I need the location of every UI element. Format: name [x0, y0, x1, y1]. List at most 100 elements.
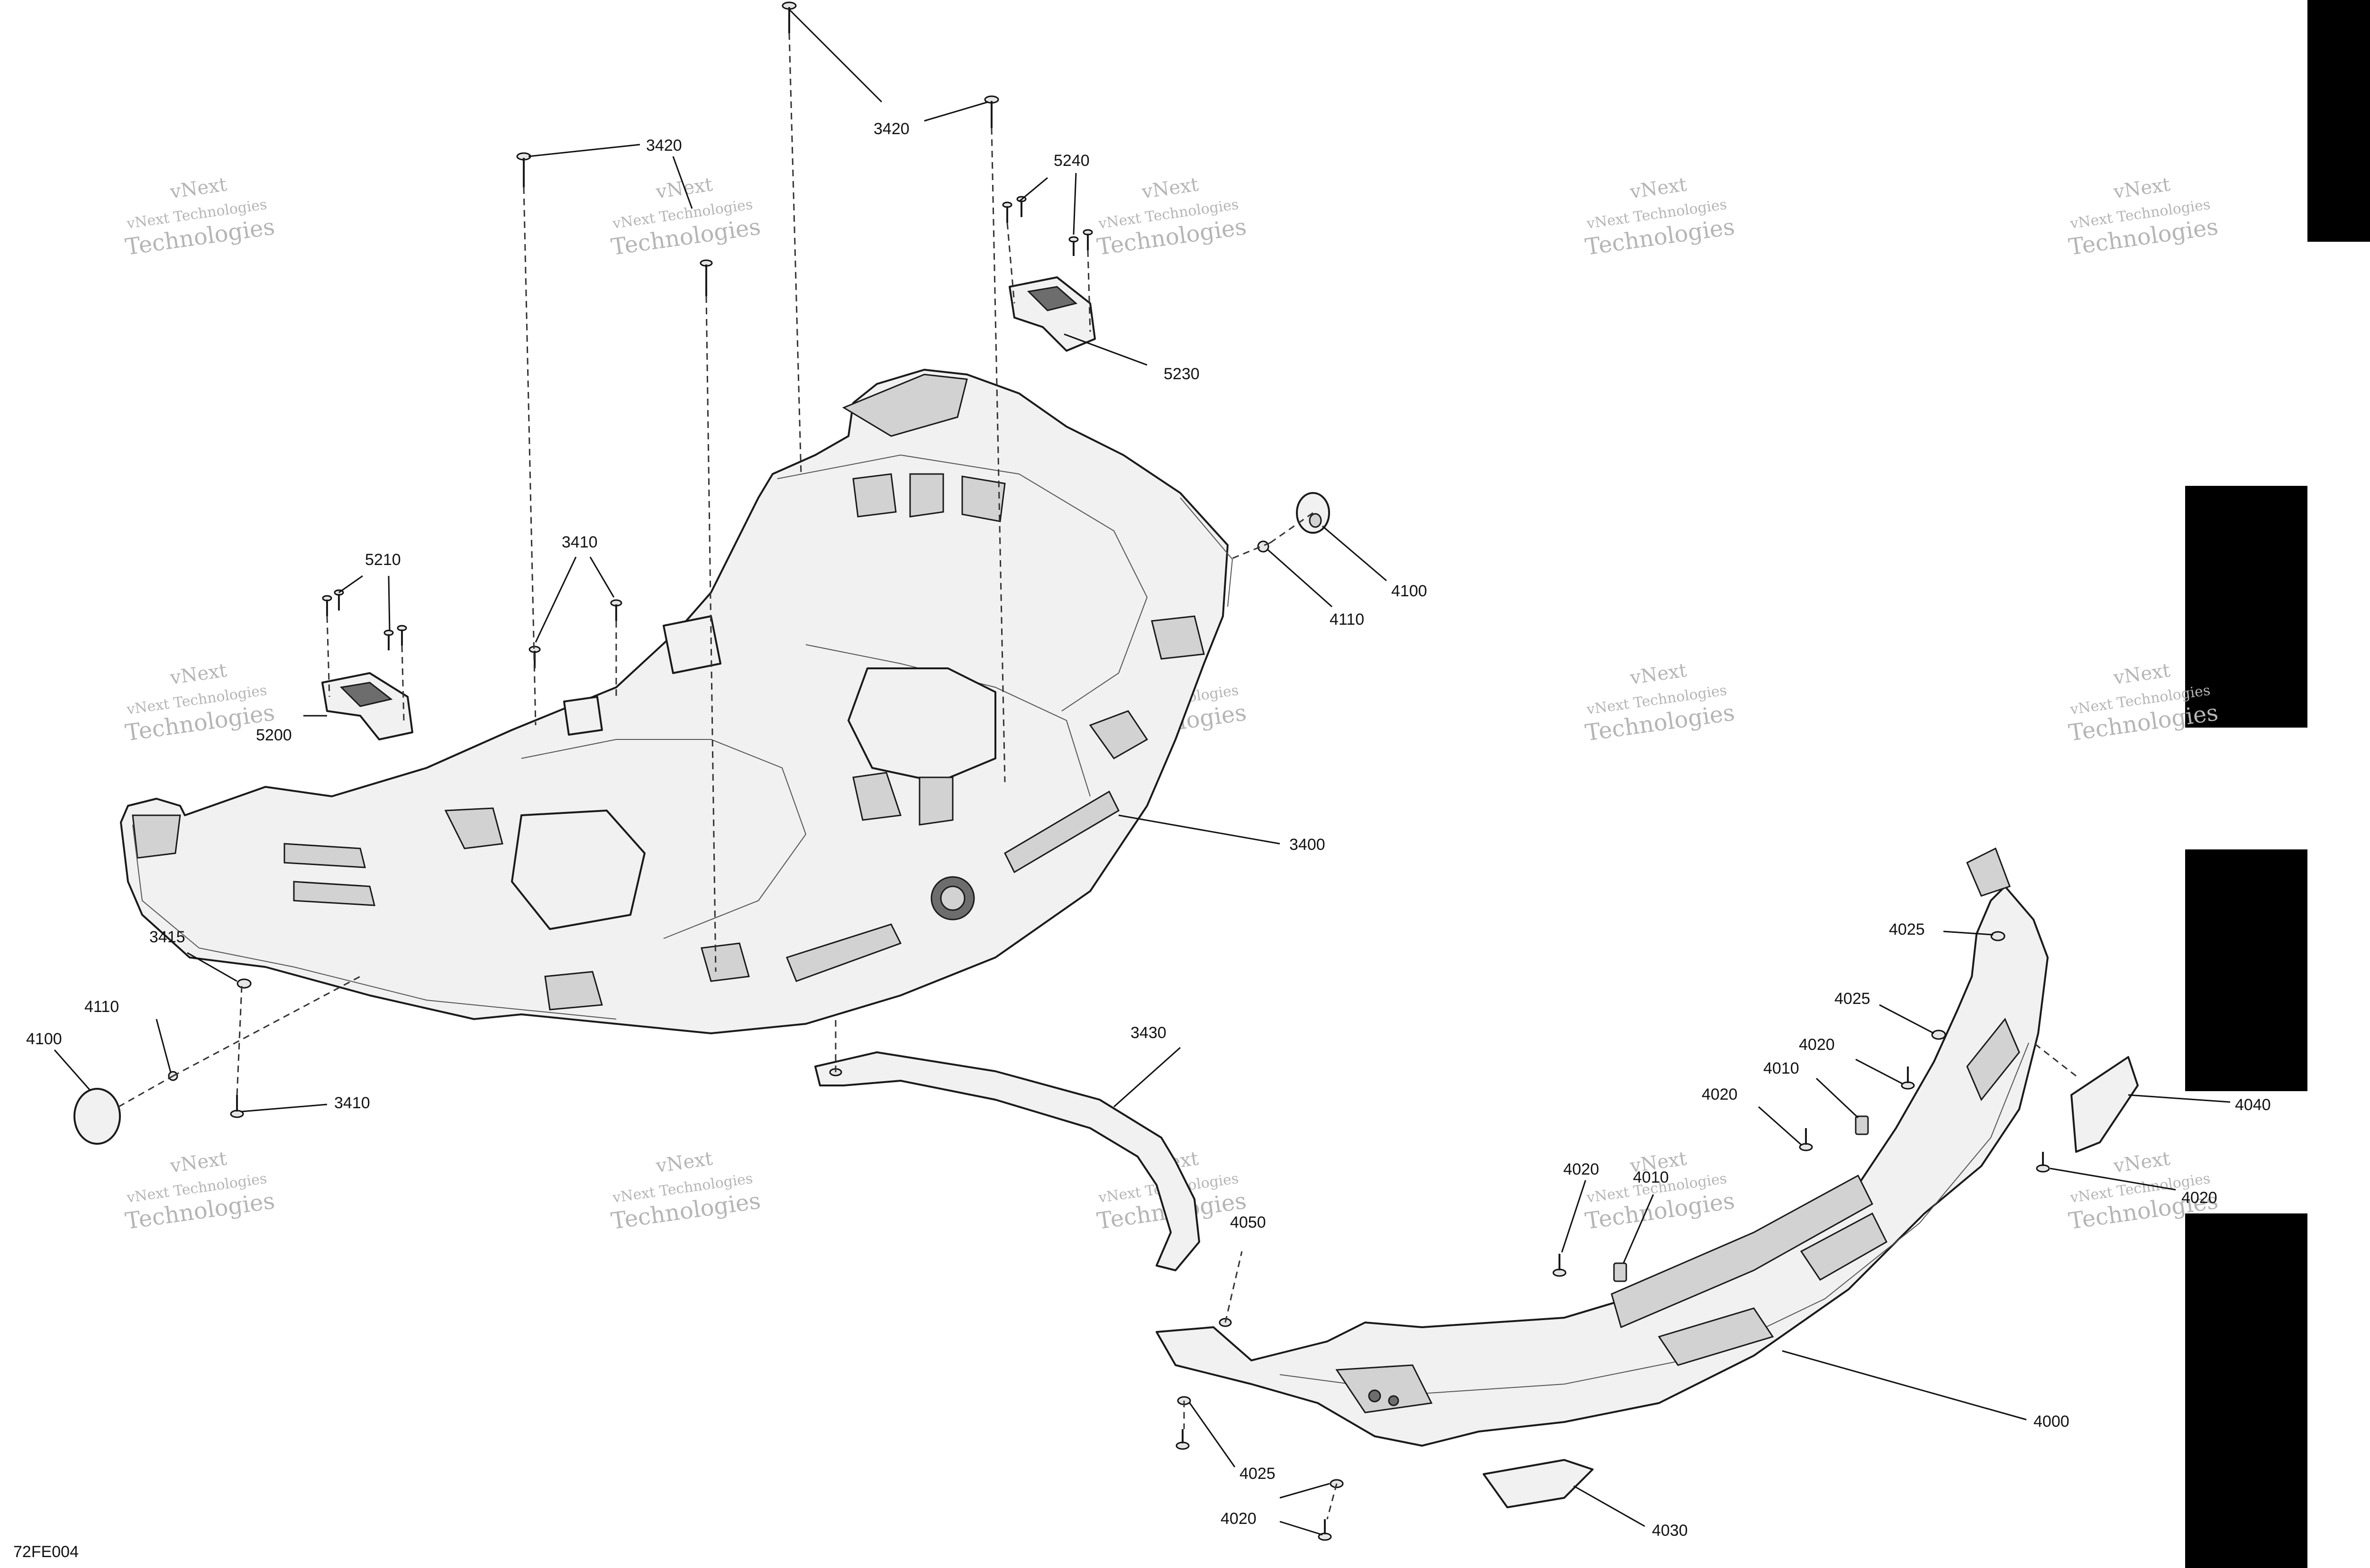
bumper-vent: [1800, 1212, 1887, 1281]
bumper-hole: [1368, 1389, 1381, 1403]
skid-plate-rib: [283, 843, 366, 868]
skid-plate-rear-hook: [132, 814, 181, 859]
bolt-icon: [1176, 1429, 1190, 1450]
callout-4110: 4110: [84, 998, 119, 1016]
skid-plate-contour: [521, 739, 807, 939]
callout-3415: 3415: [149, 928, 185, 946]
watermark-text: vNext: [168, 173, 228, 203]
bolt-icon: [1799, 1128, 1813, 1151]
watermark: vNext vNext Technologies Technologies: [1584, 173, 1736, 261]
section-tab-4: [2185, 1213, 2307, 1568]
drawing-code: 72FE004: [13, 1543, 79, 1561]
trim-plate-4030: [1483, 1459, 1594, 1508]
callout-4020: 4020: [1221, 1510, 1257, 1528]
callout-3410: 3410: [562, 533, 598, 551]
bumper-hole: [1388, 1395, 1399, 1406]
assembly-line: [1006, 222, 1015, 304]
watermark: vNext vNext Technologies Technologies: [2067, 173, 2220, 261]
bracket-body: [1009, 276, 1096, 352]
callout-4025: 4025: [1889, 921, 1925, 939]
callout-4025: 4025: [1834, 990, 1870, 1008]
skid-plate-slot: [786, 923, 902, 982]
callout-labels: 3420 3420 5240 5230 5210 5200 3410 4100 …: [26, 120, 2271, 1540]
assembly-line: [1230, 542, 1271, 560]
watermark-text: vNext: [1628, 173, 1688, 203]
assembly-line: [523, 187, 537, 726]
trim-plate-4040: [2070, 1056, 2139, 1153]
bolt-icon: [1901, 1067, 1915, 1090]
bolt-icon: [1068, 236, 1079, 256]
watermark-text: vNext: [2112, 1148, 2171, 1177]
skid-plate-plug-hole-inner: [940, 885, 966, 911]
bolt-icon: [1002, 201, 1012, 223]
assembly-line: [326, 616, 330, 697]
assembly-line: [401, 645, 405, 721]
bumper-vent: [1335, 1364, 1433, 1413]
plug-cap: [73, 1088, 121, 1145]
front-bumper-part: [1156, 847, 2049, 1447]
watermark-text: vNext: [654, 1148, 714, 1177]
watermark: vNext vNext Technologies Technologies: [1095, 173, 1248, 261]
callout-3420: 3420: [646, 137, 682, 155]
watermark: vNext vNext Technologies Technologies: [124, 659, 276, 747]
skid-plate-rib: [293, 881, 375, 906]
callout-5210: 5210: [365, 551, 401, 569]
assembly-line: [788, 33, 802, 474]
callout-4020: 4020: [1563, 1160, 1599, 1178]
assembly-line: [1224, 1251, 1243, 1323]
callout-3430: 3430: [1130, 1024, 1167, 1042]
watermark: vNext vNext Technologies Technologies: [124, 1148, 276, 1235]
assembly-line: [173, 975, 361, 1077]
bolt-icon: [334, 589, 344, 611]
skid-plate-pocket: [961, 475, 1006, 522]
skid-plate-side-edge: [1180, 497, 1233, 607]
skid-plate-pocket: [852, 772, 902, 821]
watermark: vNext vNext Technologies Technologies: [610, 1148, 762, 1235]
skid-plate-lower-edge: [132, 824, 617, 1020]
skid-plate-contour: [805, 644, 1091, 797]
callout-4030: 4030: [1652, 1522, 1688, 1540]
bumper-vent: [1658, 1307, 1774, 1366]
support-bar-3430: [814, 1051, 1200, 1271]
skid-plate-mount: [1089, 710, 1149, 759]
watermark-text: vNext: [1628, 659, 1688, 689]
skid-plate-pocket: [909, 473, 944, 518]
watermark-text: vNext: [2112, 173, 2171, 203]
assembly-line: [118, 1075, 173, 1108]
skid-plate-part: [120, 369, 1233, 1034]
callout-4010: 4010: [1633, 1168, 1669, 1186]
callout-4020: 4020: [1799, 1036, 1835, 1054]
bolt-icon: [383, 629, 394, 650]
skid-plate-pocket: [444, 807, 503, 849]
clip-icon: [1855, 1115, 1869, 1135]
assembly-line: [1270, 512, 1313, 544]
bracket-5230: [1009, 276, 1096, 352]
bracket-slot: [339, 682, 393, 707]
assembly-line: [1087, 250, 1091, 332]
support-bar-body: [814, 1051, 1200, 1271]
callout-3410: 3410: [334, 1094, 370, 1112]
assembly-line: [705, 296, 717, 972]
leader-lines: [54, 9, 2231, 1536]
clip-icon: [1613, 1262, 1627, 1282]
plug-stem: [1309, 513, 1322, 528]
bolt-icon: [516, 152, 531, 187]
watermark-text: vNext: [168, 659, 228, 689]
skid-plate-mount: [1151, 615, 1205, 660]
washer-icon: [1990, 931, 2005, 941]
bolt-icon: [782, 1, 797, 33]
skid-plate-rim-line: [777, 454, 1148, 711]
section-tab-1: [2307, 0, 2370, 242]
callout-5200: 5200: [256, 726, 292, 744]
skid-plate-mount: [544, 971, 603, 1011]
bracket-5200: [321, 672, 413, 740]
callout-5230: 5230: [1164, 365, 1200, 383]
callout-4050: 4050: [1230, 1213, 1266, 1231]
callout-4040: 4040: [2235, 1096, 2271, 1114]
skid-plate-pocket: [919, 776, 954, 826]
bumper-outline: [1156, 885, 2049, 1447]
bumper-end-cap: [1966, 847, 2011, 897]
callout-4100: 4100: [1391, 582, 1427, 600]
watermark: vNext vNext Technologies Technologies: [1584, 1148, 1736, 1235]
